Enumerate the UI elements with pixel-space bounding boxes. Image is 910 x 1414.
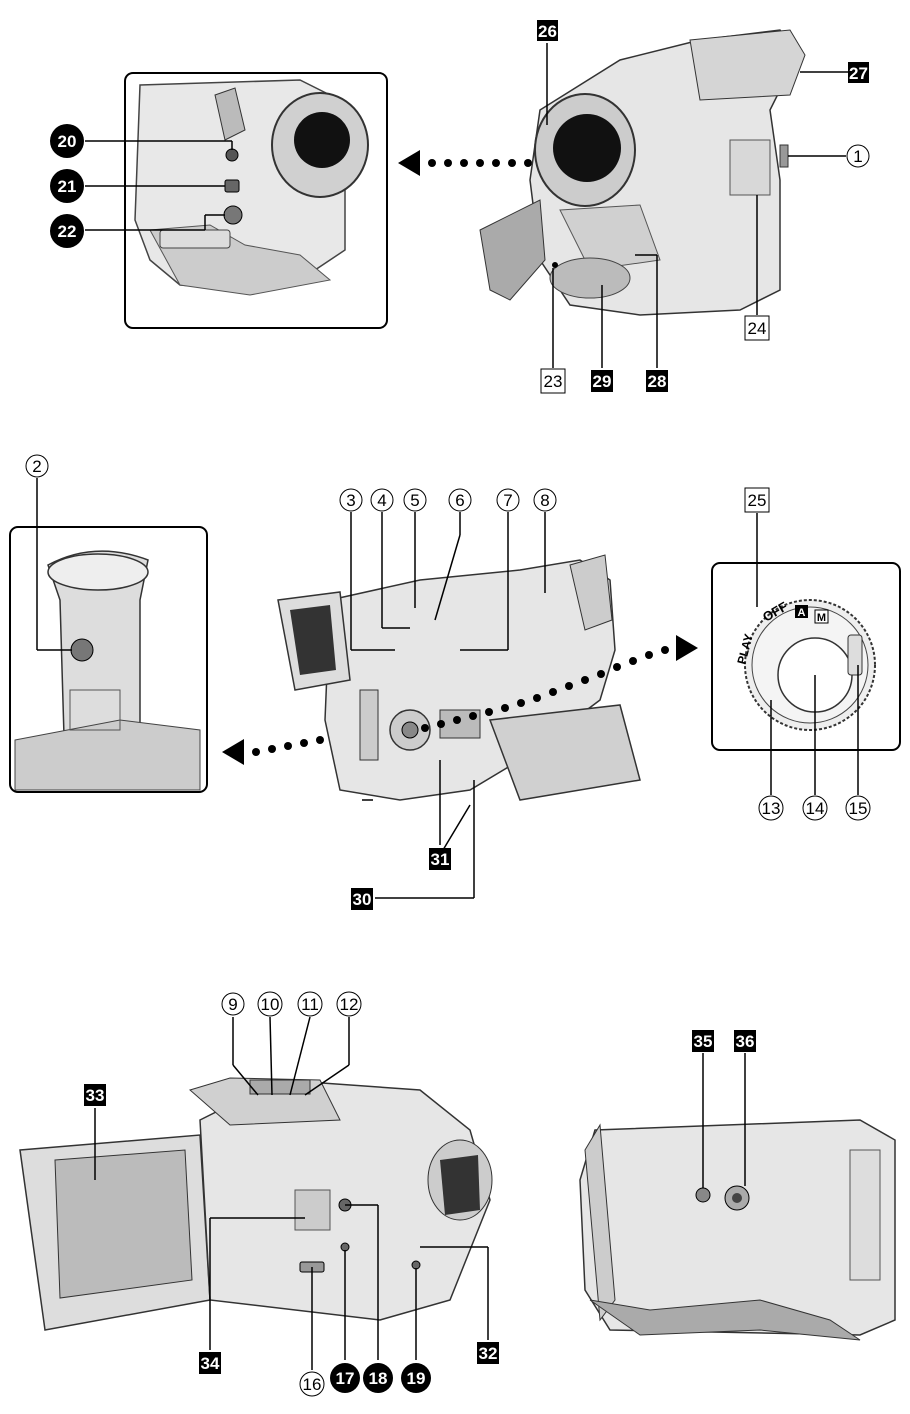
svg-text:6: 6	[455, 491, 464, 510]
callout-33: 33	[84, 1084, 106, 1106]
svg-text:9: 9	[228, 995, 237, 1014]
callout-14: 14	[802, 795, 828, 821]
callout-9: 9	[221, 992, 245, 1016]
svg-text:11: 11	[301, 995, 319, 1014]
callout-19: 19	[401, 1363, 431, 1393]
callout-29: 29	[591, 370, 613, 392]
svg-text:29: 29	[593, 372, 612, 391]
svg-text:12: 12	[340, 995, 359, 1014]
callout-31: 31	[429, 848, 451, 870]
svg-text:M: M	[817, 612, 826, 624]
svg-text:4: 4	[377, 491, 386, 510]
svg-text:17: 17	[336, 1369, 355, 1388]
svg-text:28: 28	[648, 372, 667, 391]
svg-text:20: 20	[58, 132, 77, 151]
svg-text:24: 24	[748, 319, 767, 338]
camcorder-rear-view	[277, 554, 641, 801]
svg-text:32: 32	[479, 1344, 498, 1363]
callout-2: 2	[25, 454, 49, 478]
svg-text:35: 35	[694, 1032, 713, 1051]
svg-text:23: 23	[544, 372, 563, 391]
svg-text:18: 18	[369, 1369, 388, 1388]
svg-text:25: 25	[748, 491, 767, 510]
callout-18: 18	[363, 1363, 393, 1393]
callout-8: 8	[533, 488, 557, 512]
callout-11: 11	[297, 991, 323, 1017]
stud-hole-icon	[695, 1187, 711, 1203]
callout-6: 6	[448, 488, 472, 512]
callout-10: 10	[257, 991, 283, 1017]
svg-text:21: 21	[58, 177, 77, 196]
dv-jack-icon	[225, 148, 239, 162]
callout-36: 36	[734, 1030, 756, 1052]
callout-26: 26	[537, 20, 558, 41]
camcorder-lcd-view	[19, 1077, 493, 1331]
svg-text:13: 13	[762, 799, 781, 818]
svg-text:31: 31	[431, 850, 450, 869]
svg-text:36: 36	[736, 1032, 755, 1051]
callout-35: 35	[692, 1030, 714, 1052]
callout-24: 24	[744, 315, 770, 341]
svg-text:1: 1	[853, 147, 862, 166]
callout-23: 23	[540, 368, 566, 394]
svg-text:16: 16	[303, 1375, 322, 1394]
svg-text:7: 7	[503, 491, 512, 510]
callout-17: 17	[330, 1363, 360, 1393]
svg-text:A: A	[798, 607, 806, 619]
s-video-connector-icon	[223, 205, 243, 225]
svg-text:8: 8	[540, 491, 549, 510]
svg-text:5: 5	[410, 491, 419, 510]
connector-inset	[85, 72, 388, 329]
svg-text:10: 10	[261, 995, 280, 1014]
callout-34: 34	[199, 1352, 221, 1374]
camcorder-front-view	[479, 29, 806, 316]
svg-text:34: 34	[201, 1354, 220, 1373]
callout-5: 5	[403, 488, 427, 512]
callout-20: 20	[50, 124, 84, 158]
camcorder-bottom-view	[579, 1119, 896, 1341]
callout-22: 22	[50, 214, 84, 248]
dotted-arrow-right-middle	[421, 635, 698, 732]
callout-25: 25	[744, 487, 770, 513]
callout-3: 3	[339, 488, 363, 512]
svg-text:19: 19	[407, 1369, 426, 1388]
callout-1: 1	[846, 144, 870, 168]
callout-32: 32	[477, 1342, 499, 1364]
callout-16: 16	[299, 1371, 325, 1397]
mode-dial-inset: PLAY OFF A M	[711, 513, 901, 795]
svg-text:15: 15	[849, 799, 868, 818]
callout-4: 4	[370, 488, 394, 512]
callout-30: 30	[351, 888, 373, 910]
callout-21: 21	[50, 169, 84, 203]
svg-text:2: 2	[32, 457, 41, 476]
callout-7: 7	[496, 488, 520, 512]
svg-text:26: 26	[538, 22, 557, 41]
callout-12: 12	[336, 991, 362, 1017]
callout-28: 28	[646, 370, 668, 392]
svg-text:3: 3	[346, 491, 355, 510]
svg-text:14: 14	[806, 799, 825, 818]
diopter-knob-icon	[70, 638, 94, 662]
svg-text:22: 22	[58, 222, 77, 241]
usb-connector-icon	[224, 179, 240, 193]
svg-text:30: 30	[353, 890, 372, 909]
svg-text:33: 33	[86, 1086, 105, 1105]
callout-27: 27	[848, 62, 869, 83]
viewfinder-inset	[9, 478, 208, 793]
dotted-arrow-left-top	[398, 150, 532, 176]
svg-text:27: 27	[849, 64, 868, 83]
callout-13: 13	[758, 795, 784, 821]
callout-15: 15	[845, 795, 871, 821]
